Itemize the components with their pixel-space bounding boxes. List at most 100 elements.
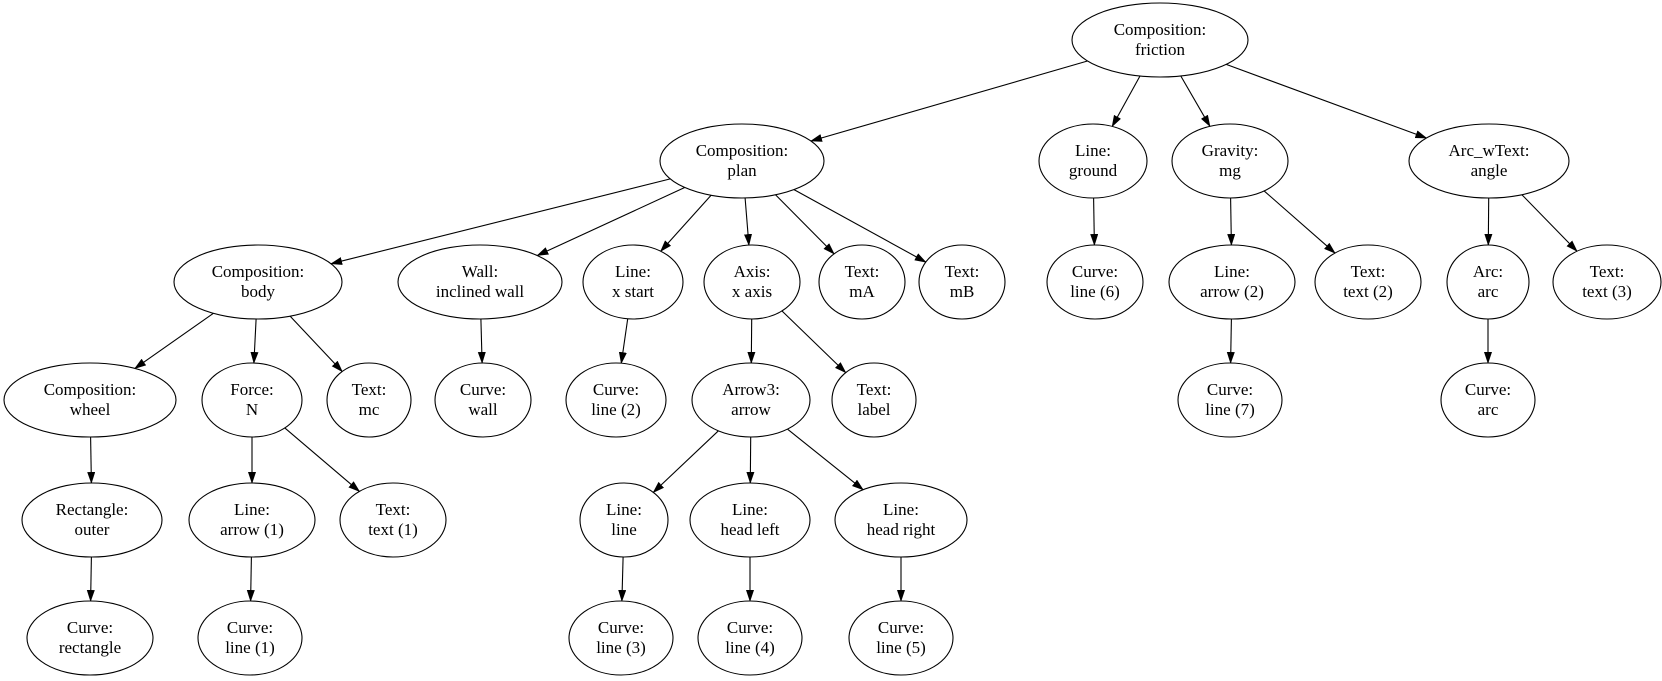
node-arrow1-label: Line:arrow (1)	[220, 500, 284, 539]
node-arrow2-label: Line:arrow (2)	[1200, 262, 1264, 301]
node-mc: Text:mc	[326, 362, 412, 438]
edge-xaxis-label	[781, 310, 847, 374]
edge-plan-xstart	[660, 194, 712, 252]
node-text3-shape	[1552, 244, 1662, 320]
node-xstart-label: Line:x start	[612, 262, 654, 301]
node-mg-label: Gravity:mg	[1202, 141, 1259, 180]
edge-mg-arrow2	[1227, 197, 1236, 246]
node-outer-shape	[21, 482, 163, 558]
node-wheel-label: Composition:wheel	[44, 380, 137, 419]
node-wall: Wall:inclined wall	[397, 244, 563, 320]
node-wall-shape	[397, 244, 563, 320]
node-arrow2: Line:arrow (2)	[1168, 244, 1296, 320]
node-arrow3-shape	[691, 362, 811, 438]
node-line2: Curve:line (2)	[565, 362, 667, 438]
node-mA-shape	[818, 244, 906, 320]
node-curvearc-shape	[1440, 362, 1536, 438]
edge-arrow2-line7	[1226, 318, 1235, 364]
node-wall-label: Wall:inclined wall	[436, 262, 525, 301]
node-body-label: Composition:body	[212, 262, 305, 301]
node-curvewall: Curve:wall	[434, 362, 532, 438]
node-mg: Gravity:mg	[1171, 123, 1289, 199]
node-curvewall-label: Curve:wall	[460, 380, 506, 419]
node-xstart-shape	[582, 244, 684, 320]
edge-wall-curvewall	[477, 318, 486, 364]
node-line7-label: Curve:line (7)	[1205, 380, 1255, 419]
edges-layer	[86, 60, 1578, 602]
node-line3-label: Curve:line (3)	[596, 618, 646, 657]
node-wheel-shape	[3, 362, 177, 438]
node-headleft-label: Line:head left	[721, 500, 780, 539]
node-friction-label: Composition:friction	[1114, 20, 1207, 59]
node-text3: Text:text (3)	[1552, 244, 1662, 320]
node-curvearc-label: Curve:arc	[1465, 380, 1511, 419]
node-line4: Curve:line (4)	[697, 600, 803, 676]
node-line3-shape	[568, 600, 674, 676]
node-xaxis-label: Axis:x axis	[732, 262, 772, 301]
node-line1-label: Curve:line (1)	[225, 618, 275, 657]
node-N-shape	[201, 362, 303, 438]
node-line5-label: Curve:line (5)	[876, 618, 926, 657]
node-mB: Text:mB	[918, 244, 1006, 320]
node-angle: Arc_wText:angle	[1408, 123, 1570, 199]
node-line4-label: Curve:line (4)	[725, 618, 775, 657]
node-ground-shape	[1038, 123, 1148, 199]
edge-friction-mg	[1180, 75, 1211, 128]
node-mA: Text:mA	[818, 244, 906, 320]
node-mA-label: Text:mA	[845, 262, 880, 301]
node-arc: Arc:arc	[1446, 244, 1530, 320]
node-rectangle-label: Curve:rectangle	[59, 618, 121, 657]
edge-friction-ground	[1111, 75, 1141, 128]
node-arrow1: Line:arrow (1)	[188, 482, 316, 558]
node-mc-shape	[326, 362, 412, 438]
edge-plan-mB	[793, 189, 927, 263]
node-text1-label: Text:text (1)	[368, 500, 418, 539]
edge-arrow3-linenode	[652, 430, 719, 494]
edge-friction-angle	[1226, 63, 1428, 139]
edge-angle-text3	[1521, 194, 1578, 252]
edge-body-N	[250, 318, 259, 364]
node-label: Text:label	[831, 362, 917, 438]
edge-outer-rectangle	[86, 556, 95, 602]
node-xaxis: Axis:x axis	[703, 244, 801, 320]
node-arrow1-shape	[188, 482, 316, 558]
edge-body-mc	[289, 315, 343, 373]
node-arrow2-shape	[1168, 244, 1296, 320]
node-friction-shape	[1071, 2, 1249, 78]
node-text1: Text:text (1)	[339, 482, 447, 558]
node-angle-label: Arc_wText:angle	[1449, 141, 1530, 180]
nodes-layer: Composition:frictionComposition:planLine…	[3, 2, 1662, 676]
node-line5-shape	[848, 600, 954, 676]
node-linenode: Line:line	[579, 482, 669, 558]
edge-plan-wall	[536, 187, 685, 256]
edge-wheel-outer	[87, 436, 96, 484]
node-text2: Text:text (2)	[1314, 244, 1422, 320]
node-friction: Composition:friction	[1071, 2, 1249, 78]
node-line7-shape	[1177, 362, 1283, 438]
node-label-label: Text:label	[857, 380, 892, 419]
node-plan-label: Composition:plan	[696, 141, 789, 180]
node-body-shape	[173, 244, 343, 320]
edge-xstart-line2	[618, 318, 629, 365]
node-label-shape	[831, 362, 917, 438]
edge-mg-text2	[1263, 190, 1336, 254]
node-text2-shape	[1314, 244, 1422, 320]
node-headright-shape	[834, 482, 968, 558]
node-headleft-shape	[689, 482, 811, 558]
node-outer: Rectangle:outer	[21, 482, 163, 558]
node-line6-shape	[1046, 244, 1144, 320]
node-line6-label: Curve:line (6)	[1070, 262, 1120, 301]
edge-plan-body	[330, 178, 671, 265]
node-ground-label: Line:ground	[1069, 141, 1118, 180]
edge-ground-line6	[1090, 197, 1099, 246]
node-ground: Line:ground	[1038, 123, 1148, 199]
node-linenode-label: Line:line	[606, 500, 642, 539]
node-line3: Curve:line (3)	[568, 600, 674, 676]
node-line5: Curve:line (5)	[848, 600, 954, 676]
edge-arrow3-headright	[787, 428, 864, 491]
node-line2-shape	[565, 362, 667, 438]
node-arrow3: Arrow3:arrow	[691, 362, 811, 438]
node-line4-shape	[697, 600, 803, 676]
